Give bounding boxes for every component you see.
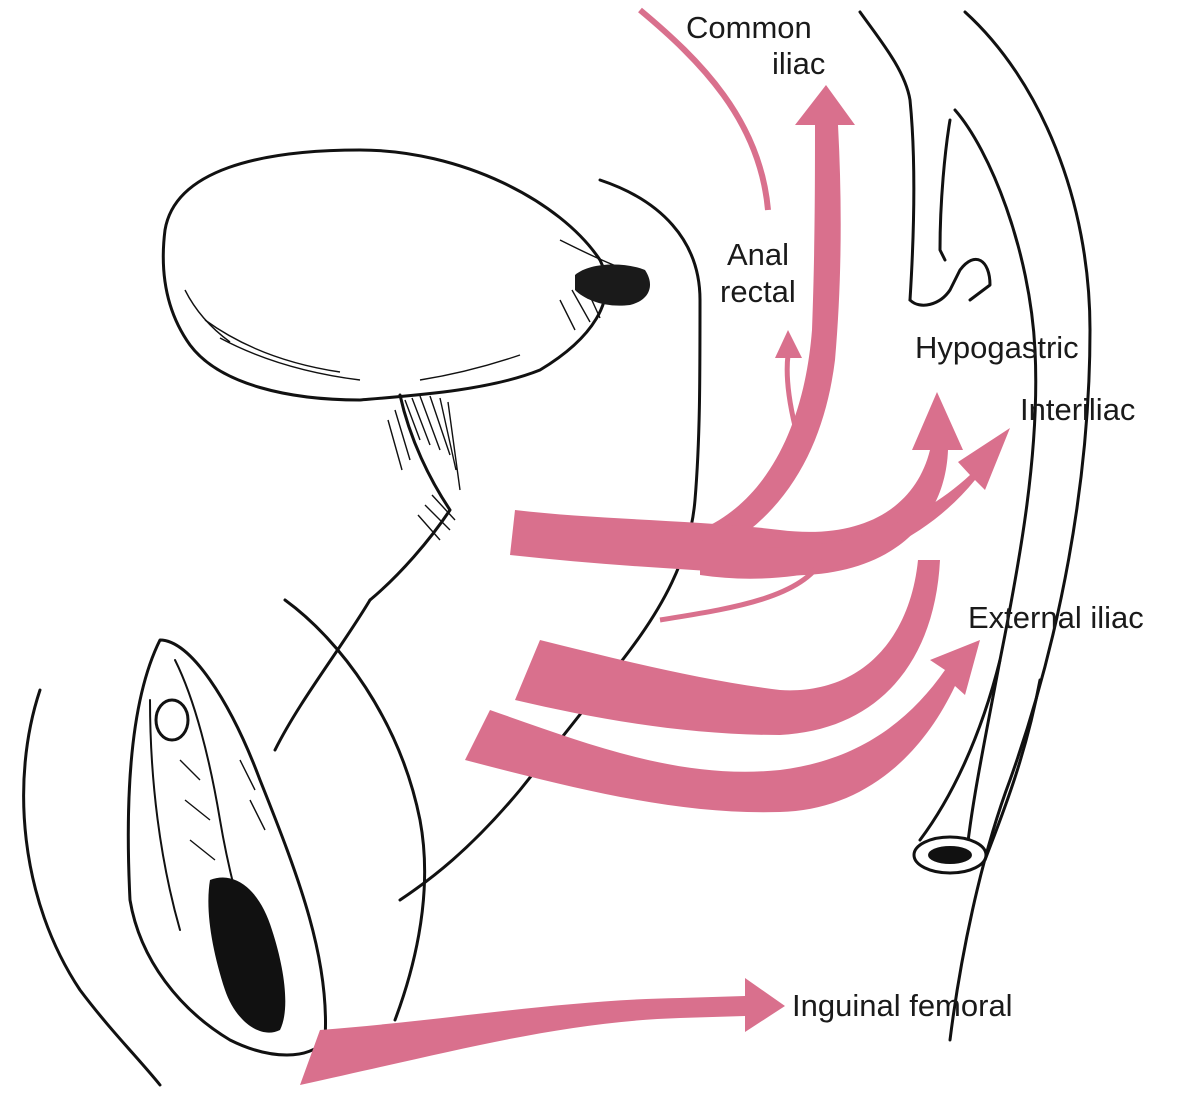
vessel-inner [940,120,950,260]
arrow-middle-band [515,560,940,735]
hypogastric-vessel [910,259,990,305]
bladder-outline [163,150,606,400]
label-common-iliac-line2: iliac [772,46,825,82]
sacrum-outer-curve [950,12,1090,1040]
outer-thigh-contour [24,690,160,1085]
label-interiliac: Interiliac [1020,392,1135,428]
arrow-inguinal-femoral [300,978,785,1085]
ureter-stump [575,265,650,306]
bladder-shading [185,240,640,380]
bladder-neck [370,395,460,600]
label-common-iliac-line1: Common [686,10,812,46]
vulva [128,640,325,1055]
arrow-common-iliac [700,85,855,560]
drainage-arrows [300,10,1010,1085]
label-anal-rectal-line1: Anal [727,237,789,273]
label-external-iliac: External iliac [968,600,1144,636]
label-hypogastric: Hypogastric [915,330,1079,366]
label-inguinal-femoral: Inguinal femoral [792,988,1013,1024]
label-anal-rectal-line2: rectal [720,274,796,310]
thigh-contour [285,600,425,1020]
pelvic-inner-curve [860,12,914,300]
